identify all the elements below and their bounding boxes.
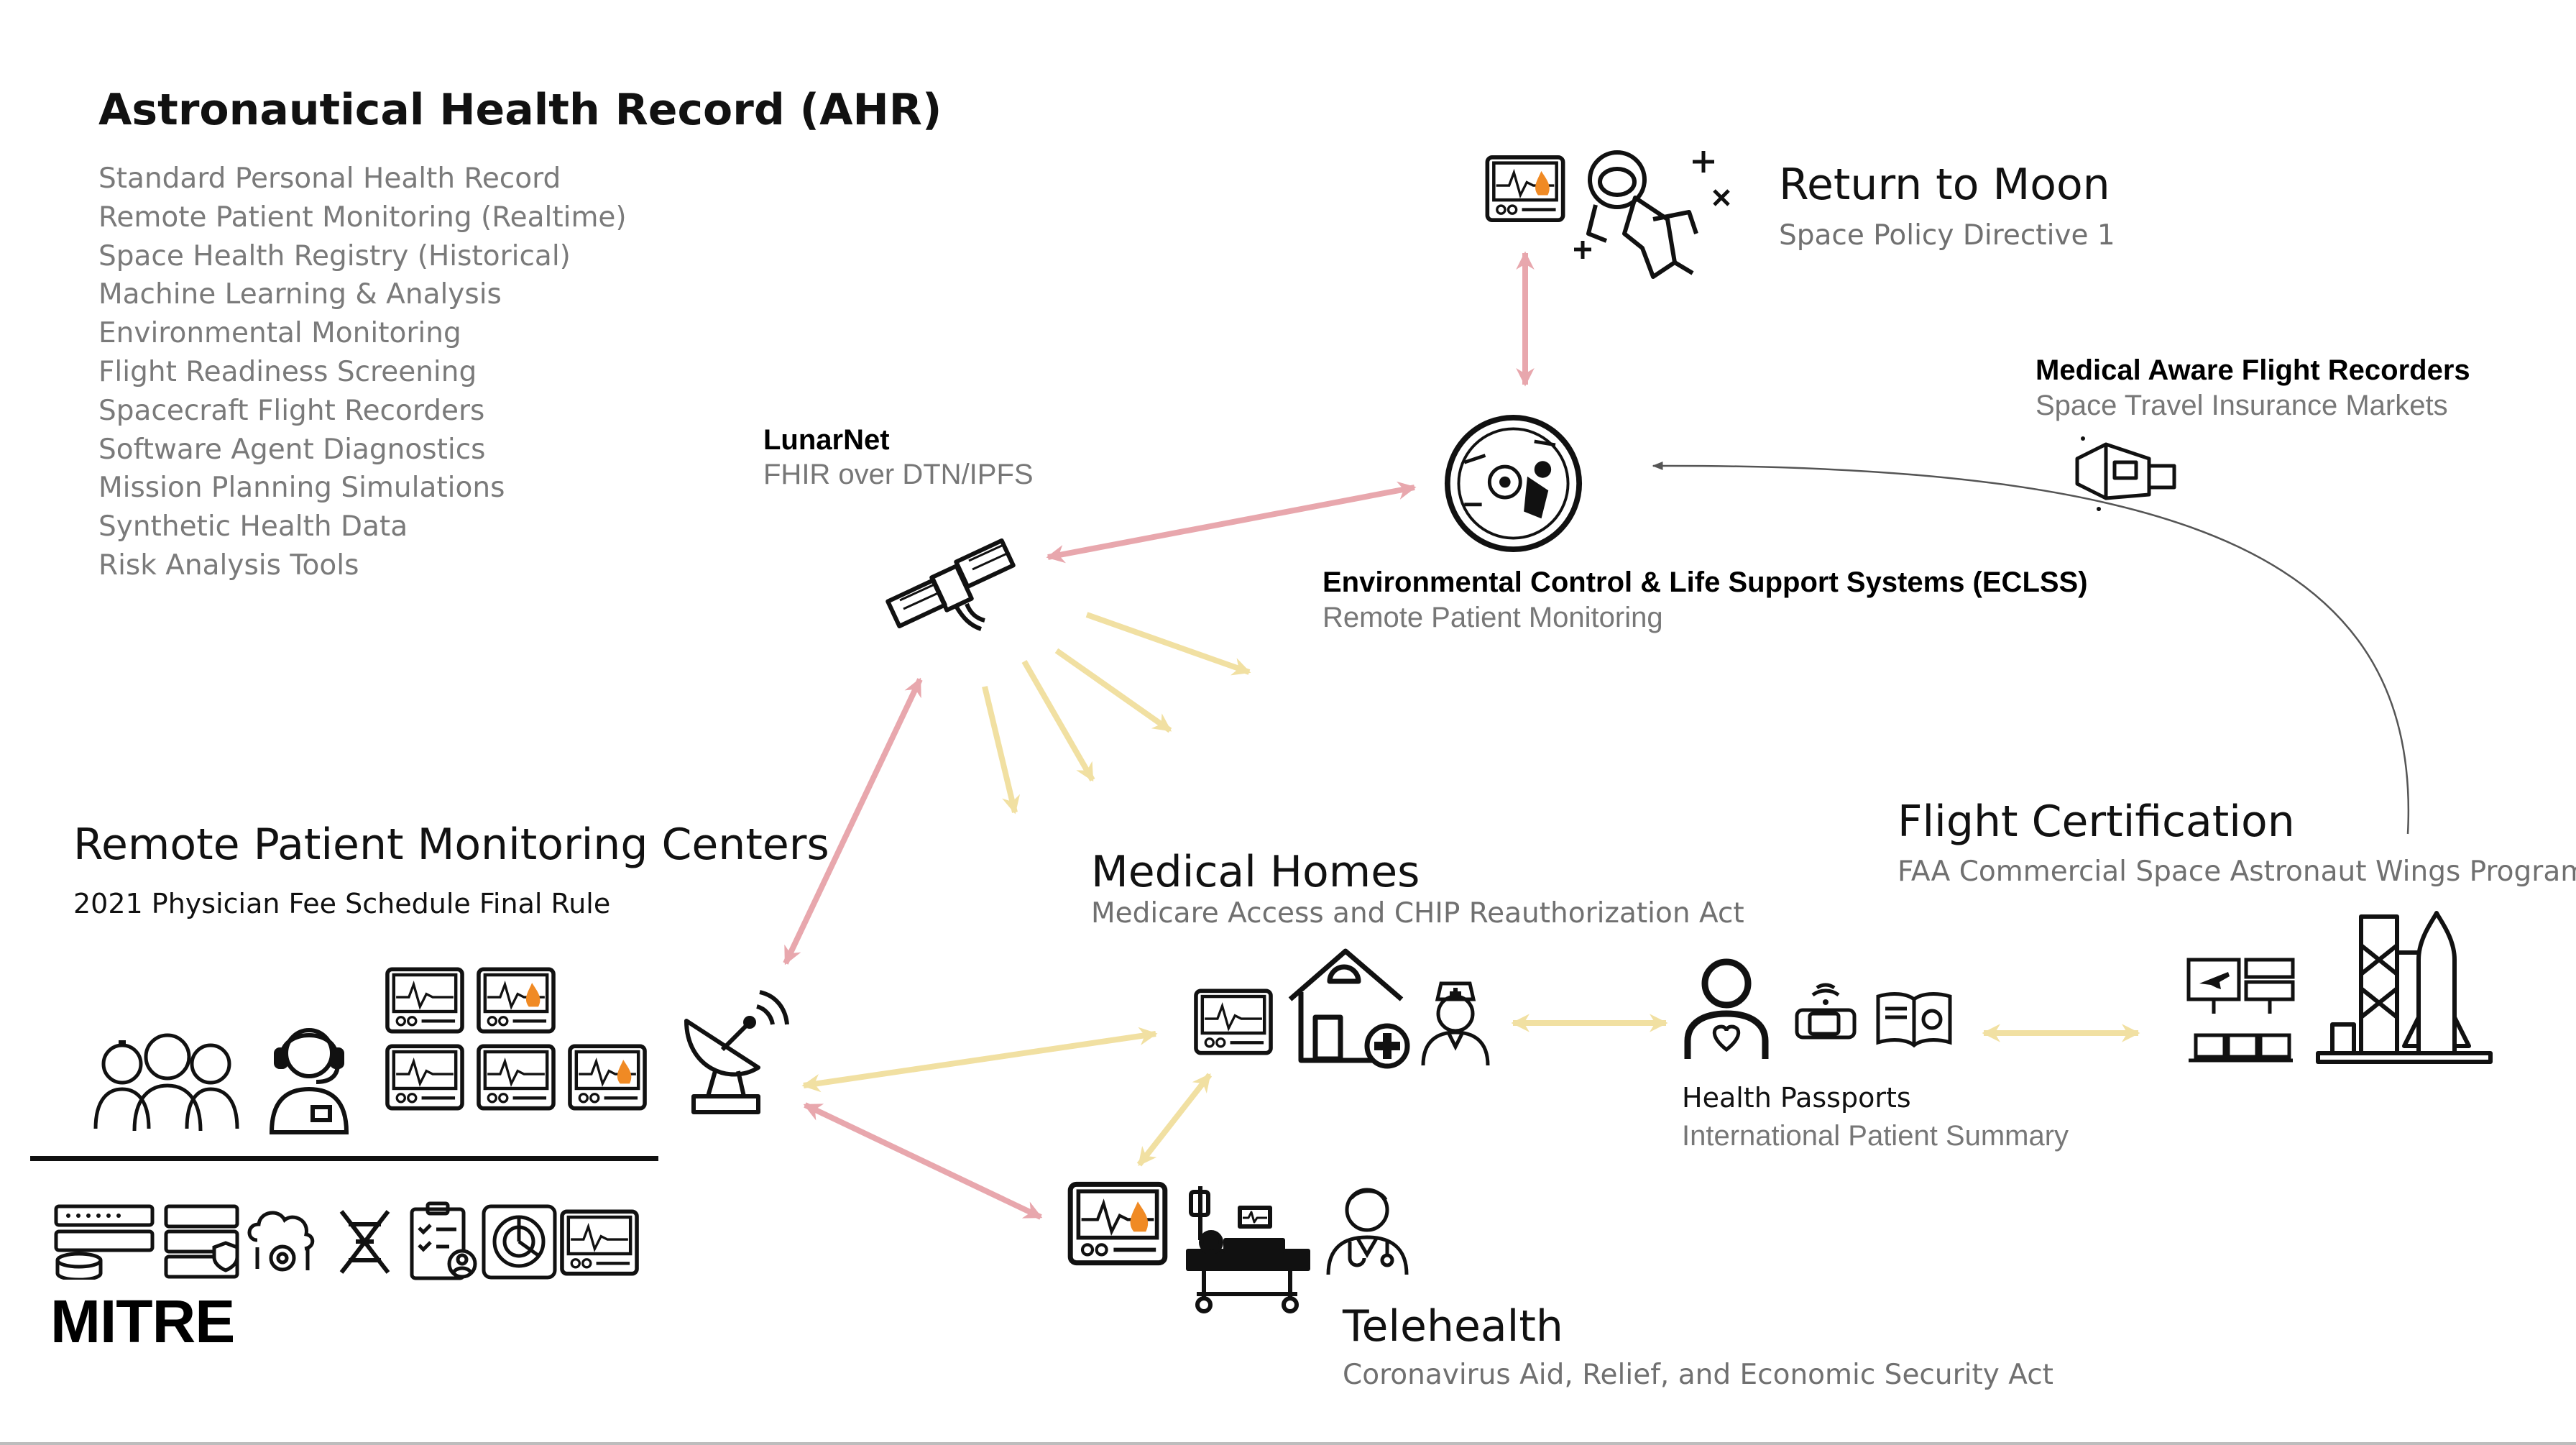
moon-subtitle: Space Policy Directive 1 <box>1779 219 2115 252</box>
broadcast-arrow-2 <box>1021 660 1095 782</box>
flame-monitor-icon <box>1067 1180 1168 1267</box>
arrow-telehealth-medical-homes <box>1136 1073 1213 1167</box>
list-item: Spacecraft Flight Recorders <box>98 394 485 427</box>
medical-home-icon <box>1287 945 1412 1069</box>
mitre-logo: MITRE <box>50 1288 235 1355</box>
flight-cert-subtitle: FAA Commercial Space Astronaut Wings Pro… <box>1898 855 2576 888</box>
list-item: Space Health Registry (Historical) <box>98 239 571 272</box>
satellite-dish-icon <box>672 981 791 1118</box>
list-item: Flight Readiness Screening <box>98 355 477 388</box>
hospital-bed-icon <box>1182 1179 1315 1316</box>
checklist-user-icon <box>406 1201 482 1283</box>
doctor-icon <box>1322 1183 1412 1276</box>
vitals-monitor-icon <box>476 1044 556 1111</box>
vitals-monitor-icon <box>559 1209 640 1276</box>
genomics-icon <box>327 1204 402 1280</box>
health-passport-person-icon <box>1682 955 1772 1063</box>
database-server-icon <box>54 1204 155 1280</box>
eclss-title: Environmental Control & Life Support Sys… <box>1322 566 2088 598</box>
arrow-certification-eclss <box>1652 461 2410 835</box>
list-item: Remote Patient Monitoring (Realtime) <box>98 201 627 234</box>
bottom-border <box>0 1442 2576 1445</box>
flame-monitor-icon <box>476 967 556 1034</box>
list-item: Synthetic Health Data <box>98 510 408 543</box>
cloud-settings-icon <box>243 1204 318 1280</box>
broadcast-arrow-1 <box>982 686 1021 815</box>
vitals-monitor-icon <box>385 967 465 1034</box>
arrow-dish-medical-homes <box>801 1027 1158 1093</box>
moon-title: Return to Moon <box>1779 160 2110 210</box>
airport-departures-icon <box>2185 956 2296 1064</box>
secure-server-icon <box>164 1204 239 1280</box>
rpm-centers-subtitle: 2021 Physician Fee Schedule Final Rule <box>73 888 611 919</box>
health-passports-subtitle: International Patient Summary <box>1682 1120 2069 1152</box>
arrow-satellite-eclss <box>1046 481 1417 564</box>
flame-monitor-icon <box>1485 155 1565 223</box>
broadcast-arrow-4 <box>1085 612 1251 676</box>
astronaut-icon <box>1567 140 1732 284</box>
mitre-divider <box>30 1156 658 1161</box>
vitals-monitor-icon <box>1193 988 1274 1055</box>
rpm-centers-title: Remote Patient Monitoring Centers <box>73 820 829 870</box>
medical-homes-subtitle: Medicare Access and CHIP Reauthorization… <box>1091 897 1744 930</box>
smartwatch-icon <box>1790 978 1862 1050</box>
ahr-title: Astronautical Health Record (AHR) <box>98 85 942 135</box>
satellite-icon <box>884 536 1017 640</box>
care-team-icon <box>90 1024 244 1132</box>
passport-book-icon <box>1874 991 1954 1048</box>
list-item: Software Agent Diagnostics <box>98 433 486 466</box>
list-item: Risk Analysis Tools <box>98 549 359 582</box>
list-item: Environmental Monitoring <box>98 317 461 350</box>
telehealth-subtitle: Coronavirus Aid, Relief, and Economic Se… <box>1343 1359 2053 1391</box>
medical-homes-title: Medical Homes <box>1091 847 1420 897</box>
flight-recorders-title: Medical Aware Flight Recorders <box>2036 354 2470 386</box>
nurse-icon <box>1420 978 1491 1068</box>
vitals-monitor-icon <box>385 1044 465 1111</box>
list-item: Mission Planning Simulations <box>98 472 505 505</box>
telehealth-title: Telehealth <box>1343 1301 1563 1352</box>
flight-cert-title: Flight Certification <box>1898 797 2295 847</box>
radar-dashboard-icon <box>482 1204 557 1280</box>
flight-recorders-subtitle: Space Travel Insurance Markets <box>2036 390 2448 421</box>
eclss-porthole-icon <box>1443 413 1583 554</box>
lunarnet-title: LunarNet <box>763 424 890 456</box>
eclss-subtitle: Remote Patient Monitoring <box>1322 602 1663 633</box>
broadcast-arrow-3 <box>1054 648 1172 733</box>
arrow-dish-telehealth <box>803 1102 1043 1220</box>
arrow-dish-satellite <box>783 677 923 965</box>
list-item: Standard Personal Health Record <box>98 162 561 195</box>
spacecraft-recorder-icon <box>2070 430 2185 513</box>
headset-agent-icon <box>266 1017 352 1136</box>
list-item: Machine Learning & Analysis <box>98 278 502 311</box>
rocket-launch-tower-icon <box>2311 909 2498 1068</box>
ahr-feature-list: Standard Personal Health Record Remote P… <box>98 160 627 585</box>
lunarnet-subtitle: FHIR over DTN/IPFS <box>763 459 1034 490</box>
flame-monitor-icon <box>567 1044 648 1111</box>
health-passports-title: Health Passports <box>1682 1082 1911 1114</box>
